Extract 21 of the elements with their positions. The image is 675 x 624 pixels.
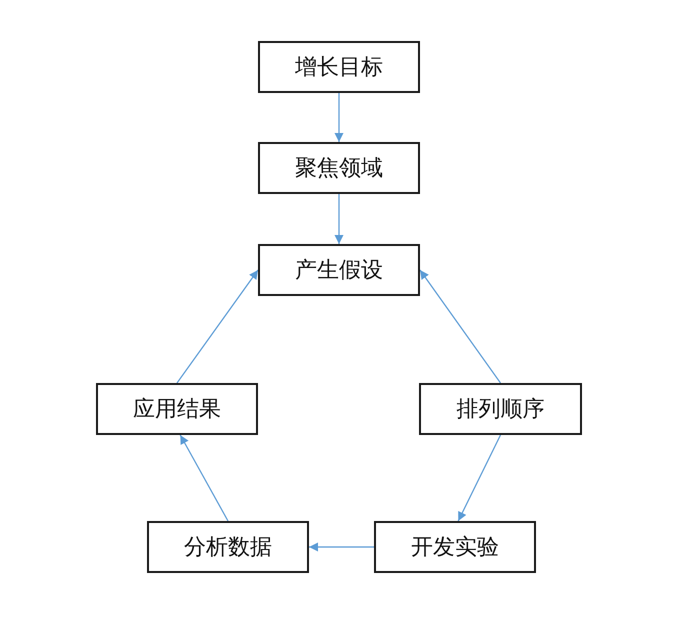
arrow <box>334 194 344 244</box>
box-label: 应用结果 <box>133 396 221 424</box>
arrow <box>309 542 374 552</box>
box-label: 聚焦领域 <box>295 155 383 183</box>
box-label: 分析数据 <box>184 534 272 562</box>
arrow <box>420 270 501 384</box>
box-label: 排列顺序 <box>456 396 544 424</box>
process-box <box>258 244 420 296</box>
arrow <box>458 434 502 522</box>
arrow <box>176 270 258 384</box>
process-box <box>374 521 536 573</box>
box-label: 开发实验 <box>411 534 499 562</box>
process-box <box>258 41 420 93</box>
process-box <box>419 383 582 435</box>
box-label: 产生假设 <box>295 257 383 285</box>
process-box <box>258 142 420 194</box>
process-box <box>96 383 258 435</box>
arrow <box>334 93 344 142</box>
box-label: 增长目标 <box>295 54 383 82</box>
arrow <box>180 434 229 522</box>
process-box <box>147 521 309 573</box>
